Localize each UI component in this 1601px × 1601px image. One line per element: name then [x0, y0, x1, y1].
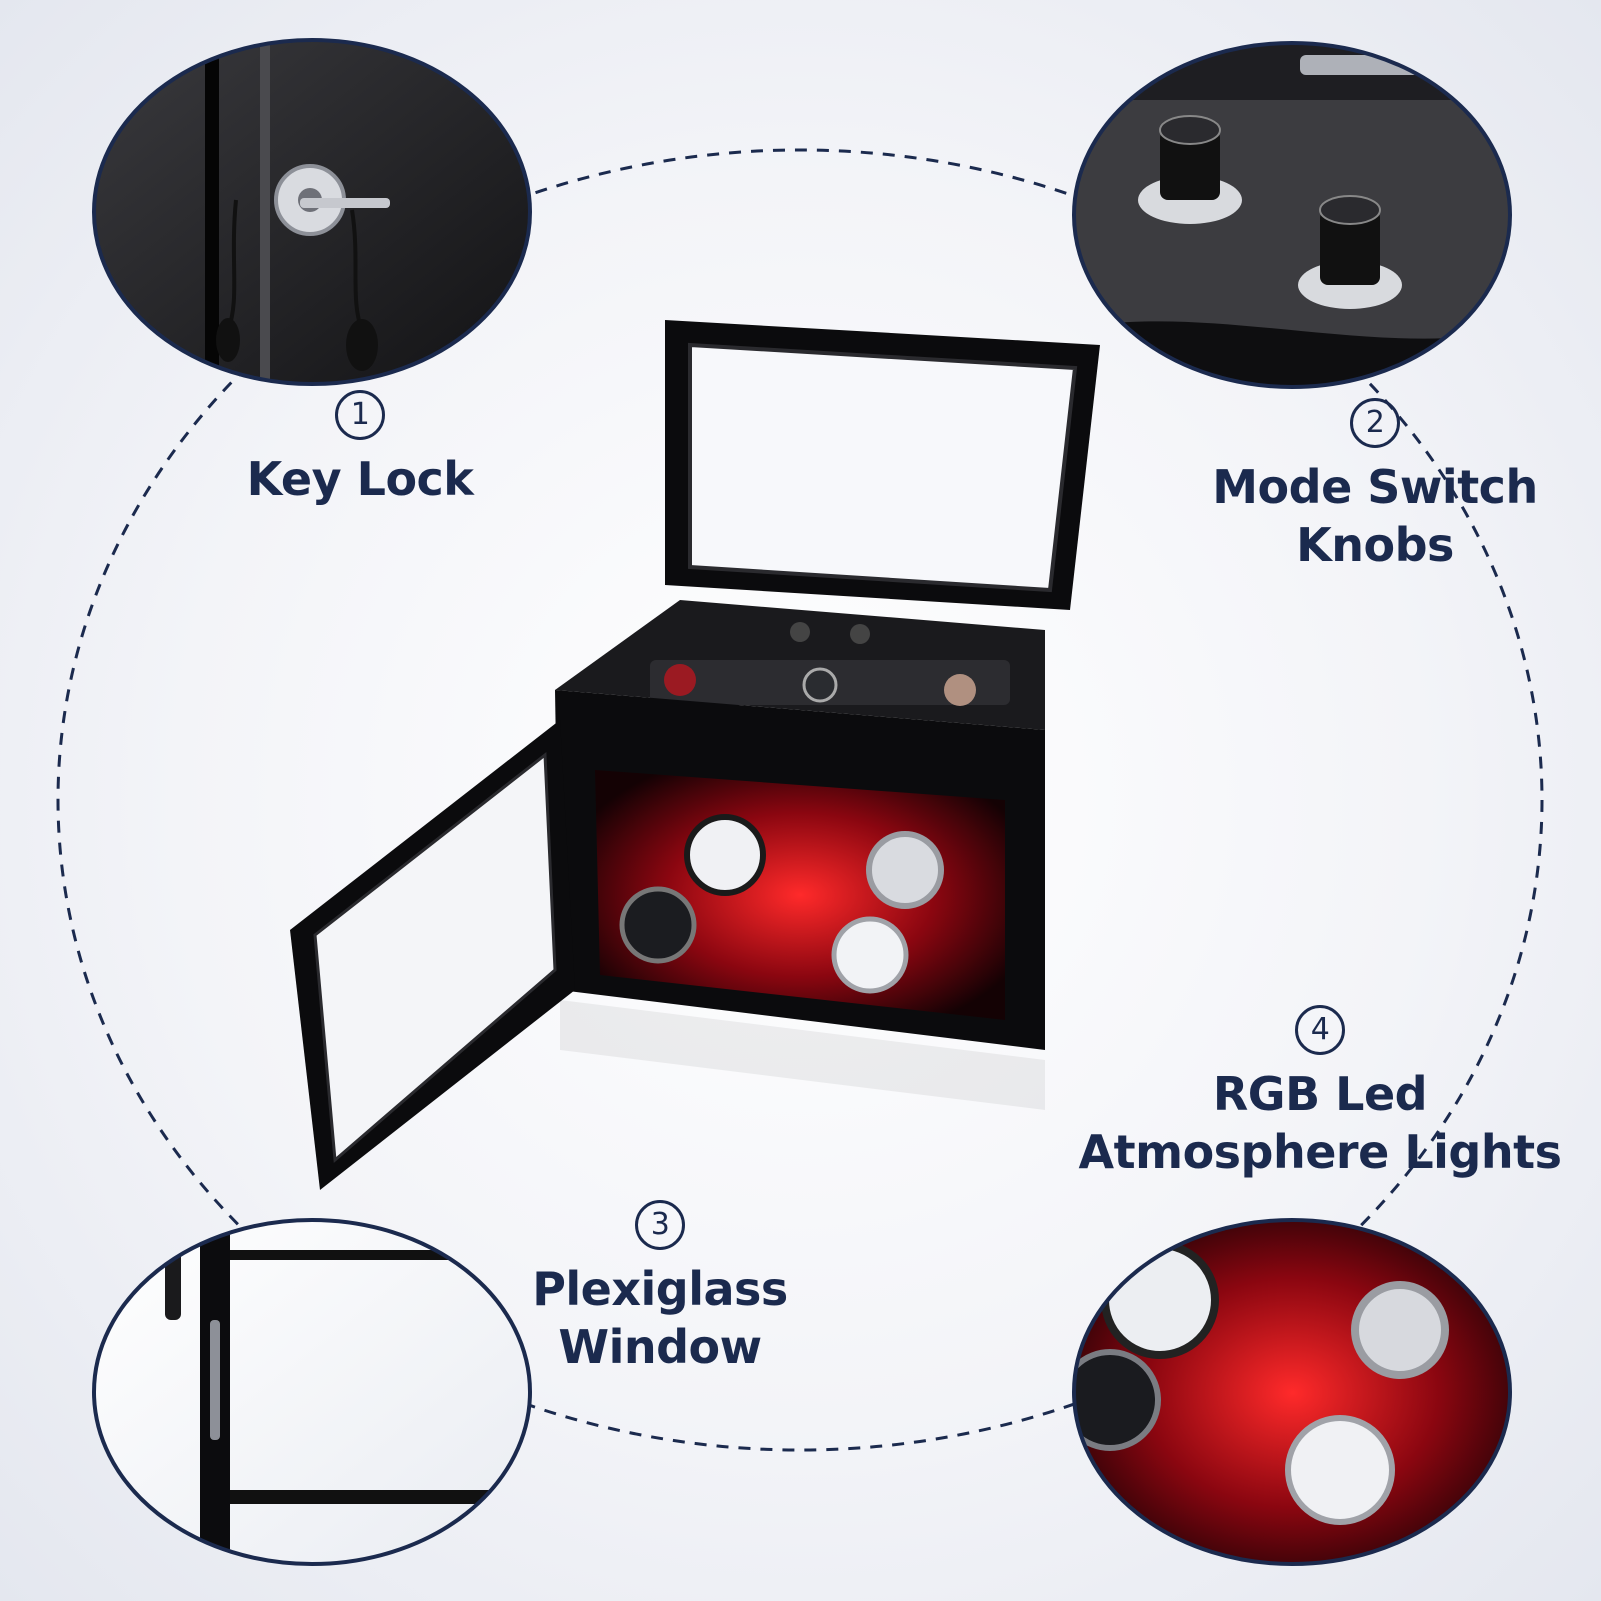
feature-3-label: 3 Plexiglass Window [505, 1200, 815, 1376]
feature-1-number: 1 [335, 390, 385, 440]
feature-4-title-line-2: Atmosphere Lights [1078, 1125, 1562, 1179]
feature-4-title-line-1: RGB Led [1212, 1067, 1428, 1121]
feature-4-number: 4 [1295, 1005, 1345, 1055]
rgb-led-closeup [1074, 1220, 1510, 1564]
feature-2-title-line-2: Knobs [1296, 518, 1454, 572]
feature-3-title-line-2: Window [558, 1320, 762, 1374]
feature-2-label: 2 Mode Switch Knobs [1190, 398, 1560, 574]
watch-winder-product [290, 320, 1100, 1190]
feature-4-label: 4 RGB Led Atmosphere Lights [1060, 1005, 1580, 1181]
dashed-ring [56, 148, 1544, 1452]
feature-2-number: 2 [1350, 398, 1400, 448]
feature-1-title: Key Lock [246, 452, 474, 506]
plexiglass-window-closeup [94, 1220, 530, 1564]
feature-3-number: 3 [635, 1200, 685, 1250]
feature-1-label: 1 Key Lock [240, 390, 480, 508]
feature-2-title-line-1: Mode Switch [1212, 460, 1538, 514]
key-lock-closeup [94, 40, 530, 384]
feature-3-title-line-1: Plexiglass [532, 1262, 788, 1316]
